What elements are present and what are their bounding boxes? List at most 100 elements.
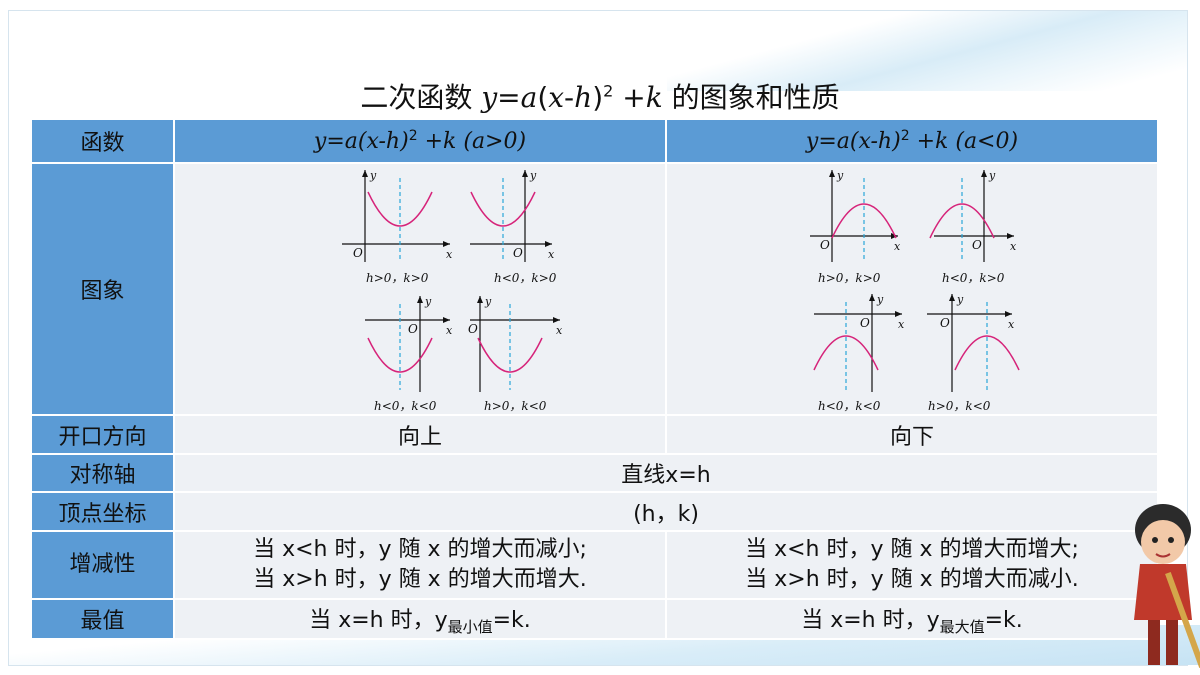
opening-row: 开口方向 向上 向下 xyxy=(30,414,1159,455)
pos-g1-caption: h>0，k>0 xyxy=(366,271,429,285)
neg-g4-x-label: x xyxy=(1008,318,1015,331)
pos-g2-y-label: y xyxy=(529,169,537,182)
extremum-neg-start: 当 x=h 时，y xyxy=(801,607,940,633)
row-label-extremum: 最值 xyxy=(30,598,175,640)
cartoon-mascot-image xyxy=(1134,504,1200,669)
neg-g2-x-arrow xyxy=(1007,233,1014,239)
vertex-row: 顶点坐标 (h，k) xyxy=(30,491,1159,532)
header-row: 函数 y=a(x-h)2 +k (a>0) y=a(x-h)2 +k (a<0) xyxy=(30,118,1159,164)
vertex-value: (h，k) xyxy=(173,491,1159,532)
pos-g3-origin-label: O xyxy=(408,322,418,336)
row-label-graph: 图象 xyxy=(30,162,175,416)
neg-g4-caption: h>0，k<0 xyxy=(928,399,991,413)
extremum-pos: 当 x=h 时，y最小值=k. xyxy=(173,598,667,640)
pos-g4-caption: h>0，k<0 xyxy=(484,399,547,413)
title-paren-open: ( xyxy=(537,81,549,114)
neg-g2-parabola xyxy=(929,203,995,239)
title-power: 2 xyxy=(603,81,614,101)
pos-g1-x-arrow xyxy=(443,241,450,247)
pos-g2-y-arrow xyxy=(522,170,528,177)
monotonic-pos-line2: 当 x>h 时，y 随 x 的增大而增大. xyxy=(253,567,587,592)
neg-g1-y-label: y xyxy=(836,169,844,182)
neg-g3-y-label: y xyxy=(876,293,884,306)
pos-g3-x-label: x xyxy=(446,324,453,337)
pos-g4-x-label: x xyxy=(556,324,563,337)
col-pos-formula-end: +k (a>0) xyxy=(417,129,527,154)
neg-g2-x-label: x xyxy=(1010,240,1017,253)
title-plus: + xyxy=(613,81,646,114)
neg-g1-origin-label: O xyxy=(820,238,830,252)
opening-neg: 向下 xyxy=(665,414,1159,455)
decorative-wave-top xyxy=(667,11,1187,91)
col-pos-formula-start: y=a(x-h) xyxy=(313,129,409,154)
pos-g3-caption: h<0，k<0 xyxy=(374,399,437,413)
pos-g1-origin-label: O xyxy=(353,246,363,260)
pos-g2-x-arrow xyxy=(545,241,552,247)
neg-g2-caption: h<0，k>0 xyxy=(942,271,1005,285)
row-label-vertex: 顶点坐标 xyxy=(30,491,175,532)
title-y: y xyxy=(481,81,498,114)
pos-g2-caption: h<0，k>0 xyxy=(494,271,557,285)
row-label-function: 函数 xyxy=(30,118,175,164)
neg-g3-parabola xyxy=(813,335,879,371)
neg-g1-x-label: x xyxy=(894,240,901,253)
page-title: 二次函数 y=a(x-h)2 +k 的图象和性质 xyxy=(0,76,1200,116)
col-neg-formula-end: +k (a<0) xyxy=(909,129,1019,154)
col-header-pos: y=a(x-h)2 +k (a>0) xyxy=(173,118,667,164)
extremum-pos-sub: 最小值 xyxy=(447,617,493,636)
title-a: a xyxy=(520,81,538,114)
neg-g3-y-arrow xyxy=(869,294,875,301)
extremum-pos-end: =k. xyxy=(492,607,531,633)
monotonic-pos-line1: 当 x<h 时，y 随 x 的增大而减小; xyxy=(253,537,587,562)
neg-g4-origin-label: O xyxy=(940,316,950,330)
pos-g3-y-arrow xyxy=(417,296,423,303)
neg-g3-origin-label: O xyxy=(860,316,870,330)
extremum-neg: 当 x=h 时，y最大值=k. xyxy=(665,598,1159,640)
neg-g1-y-arrow xyxy=(829,170,835,177)
neg-g1-parabola xyxy=(831,203,897,239)
neg-g3-x-arrow xyxy=(895,311,902,317)
monotonic-neg: 当 x<h 时，y 随 x 的增大而增大; 当 x>h 时，y 随 x 的增大而减… xyxy=(665,530,1159,600)
pos-g4-x-arrow xyxy=(553,317,560,323)
pos-g1-x-label: x xyxy=(446,248,453,261)
title-x: x xyxy=(548,81,565,114)
title-h: h xyxy=(574,81,593,114)
row-label-axis: 对称轴 xyxy=(30,453,175,493)
monotonic-neg-line1: 当 x<h 时，y 随 x 的增大而增大; xyxy=(745,537,1079,562)
extremum-row: 最值 当 x=h 时，y最小值=k. 当 x=h 时，y最大值=k. xyxy=(30,598,1159,640)
pos-g4-y-label: y xyxy=(484,295,492,308)
neg-g2-y-arrow xyxy=(981,170,987,177)
pos-g4-parabola xyxy=(477,337,543,373)
monotonic-pos: 当 x<h 时，y 随 x 的增大而减小; 当 x>h 时，y 随 x 的增大而增… xyxy=(173,530,667,600)
title-k: k xyxy=(645,81,663,114)
col-pos-power: 2 xyxy=(408,128,418,144)
axis-value: 直线x=h xyxy=(173,453,1159,493)
pos-g1-y-arrow xyxy=(362,170,368,177)
monotonic-neg-line2: 当 x>h 时，y 随 x 的增大而减小. xyxy=(745,567,1079,592)
extremum-pos-start: 当 x=h 时，y xyxy=(309,607,448,633)
extremum-neg-end: =k. xyxy=(984,607,1023,633)
neg-g4-x-arrow xyxy=(1005,311,1012,317)
title-minus: - xyxy=(564,81,575,114)
extremum-neg-sub: 最大值 xyxy=(939,617,985,636)
pos-g4-y-arrow xyxy=(477,296,483,303)
neg-g1-caption: h>0，k>0 xyxy=(818,271,881,285)
pos-g1-parabola xyxy=(367,191,433,227)
pos-g2-parabola xyxy=(470,191,536,227)
neg-g2-y-label: y xyxy=(988,169,996,182)
row-label-opening: 开口方向 xyxy=(30,414,175,455)
axis-row: 对称轴 直线x=h xyxy=(30,453,1159,493)
pos-g3-parabola xyxy=(367,337,433,373)
neg-g4-y-label: y xyxy=(956,293,964,306)
neg-g4-parabola xyxy=(954,335,1020,371)
col-neg-formula-start: y=a(x-h) xyxy=(805,129,901,154)
pos-g4-origin-label: O xyxy=(468,322,478,336)
neg-g3-caption: h<0，k<0 xyxy=(818,399,881,413)
title-suffix: 的图象和性质 xyxy=(662,81,840,114)
neg-g2-origin-label: O xyxy=(972,238,982,252)
